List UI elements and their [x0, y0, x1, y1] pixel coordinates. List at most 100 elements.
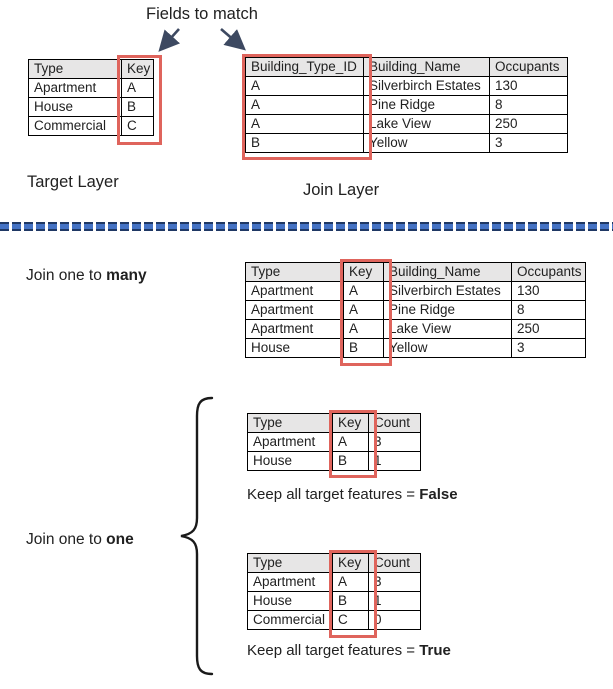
table-cell: A [343, 319, 384, 339]
column-header: Building_Name [363, 57, 490, 77]
table-cell: B [332, 451, 369, 471]
table-cell: A [120, 78, 155, 98]
column-header: Occupants [489, 57, 568, 77]
table-cell: A [343, 300, 384, 320]
table-cell: Apartment [28, 78, 122, 98]
table-cell: Apartment [245, 281, 344, 301]
column-header: Occupants [511, 262, 586, 282]
column-header: Key [120, 59, 155, 79]
table-cell: Silverbirch Estates [363, 76, 490, 96]
table-cell: House [28, 97, 122, 117]
table-cell: Apartment [245, 319, 344, 339]
column-header: Key [343, 262, 384, 282]
table-cell: Commercial [28, 116, 122, 136]
join-one-to-many-label: Join one to many [26, 267, 147, 285]
join-one-to-one-bold: one [106, 531, 134, 548]
table-cell: Yellow [383, 338, 512, 358]
column-header: Type [247, 413, 333, 433]
table-cell: 130 [511, 281, 586, 301]
table-cell: A [343, 281, 384, 301]
table-cell: 8 [489, 95, 568, 115]
column-header: Count [368, 413, 421, 433]
table-cell: Lake View [363, 114, 490, 134]
column-header: Type [245, 262, 344, 282]
table-cell: 130 [489, 76, 568, 96]
table-cell: B [343, 338, 384, 358]
left-curly-brace-icon [180, 396, 214, 676]
column-header: Count [368, 553, 421, 573]
table-cell: House [245, 338, 344, 358]
table-cell: Pine Ridge [363, 95, 490, 115]
column-header: Type [247, 553, 333, 573]
table-cell: 1 [368, 591, 421, 611]
table-cell: Commercial [247, 610, 333, 630]
keep-true-prefix: Keep all target features = [247, 642, 420, 659]
decorative-dashed-divider [0, 222, 613, 231]
table-cell: Yellow [363, 133, 490, 153]
table-cell: 1 [368, 451, 421, 471]
table-cell: Apartment [247, 432, 333, 452]
table-cell: 8 [511, 300, 586, 320]
column-header: Key [332, 413, 369, 433]
table-cell: House [247, 451, 333, 471]
table-cell: House [247, 591, 333, 611]
table-cell: 3 [489, 133, 568, 153]
join-layer-label: Join Layer [303, 181, 380, 199]
keep-true-value: True [419, 642, 451, 659]
table-cell: A [245, 76, 364, 96]
table-cell: Lake View [383, 319, 512, 339]
keep-false-prefix: Keep all target features = [247, 486, 420, 503]
table-cell: 3 [511, 338, 586, 358]
table-cell: Pine Ridge [383, 300, 512, 320]
table-cell: B [120, 97, 155, 117]
keep-false-value: False [419, 486, 458, 503]
table-cell: 3 [368, 432, 421, 452]
join-one-to-many-prefix: Join one to [26, 267, 107, 284]
table-cell: 3 [368, 572, 421, 592]
column-header: Type [28, 59, 122, 79]
join-one-to-one-label: Join one to one [26, 531, 134, 549]
table-cell: Silverbirch Estates [383, 281, 512, 301]
table-cell: A [245, 95, 364, 115]
fields-to-match-label: Fields to match [146, 5, 258, 23]
table-cell: B [332, 591, 369, 611]
table-cell: B [245, 133, 364, 153]
table-cell: A [245, 114, 364, 134]
keep-false-label: Keep all target features = False [247, 486, 458, 503]
table-cell: A [332, 572, 369, 592]
table-cell: 0 [368, 610, 421, 630]
column-header: Building_Type_ID [245, 57, 364, 77]
keep-true-label: Keep all target features = True [247, 642, 451, 659]
table-cell: A [332, 432, 369, 452]
table-cell: Apartment [247, 572, 333, 592]
table-cell: C [120, 116, 155, 136]
table-cell: 250 [489, 114, 568, 134]
table-cell: Apartment [245, 300, 344, 320]
match-arrows-icon [158, 28, 246, 52]
